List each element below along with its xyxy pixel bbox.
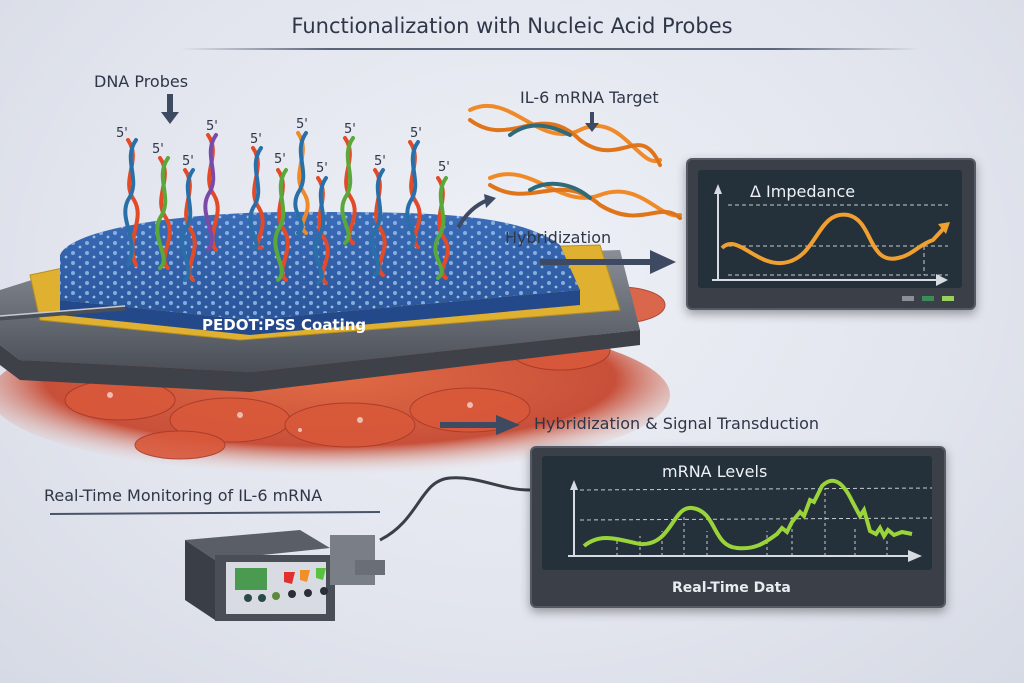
svg-text:5': 5' <box>438 160 450 175</box>
dna-probes-label: DNA Probes <box>94 72 189 91</box>
svg-text:5': 5' <box>182 154 194 169</box>
monitoring-label: Real-Time Monitoring of IL-6 mRNA <box>44 486 323 505</box>
svg-text:5': 5' <box>296 117 308 132</box>
impedance-screen: Δ Impedance <box>698 170 962 288</box>
monitoring-device <box>185 530 385 621</box>
mrna-targets <box>468 103 682 220</box>
mrna-title: mRNA Levels <box>662 462 768 481</box>
indicator-light <box>902 296 914 301</box>
pedot-coating-label: PEDOT:PSS Coating <box>202 316 367 334</box>
cable <box>379 476 531 542</box>
hybridization-label: Hybridization <box>505 228 612 247</box>
title-divider <box>180 48 920 50</box>
up-arrow-icon <box>938 222 950 234</box>
indicator-light <box>942 296 954 301</box>
dna-probes <box>123 131 450 285</box>
mrna-chart <box>568 478 932 562</box>
five-prime-labels: 5' 5' 5' 5' 5' 5' 5' 5' 5' 5' 5' 5' <box>116 117 450 176</box>
mrna-caption: Real-Time Data <box>672 580 791 596</box>
target-arrow-icon <box>585 123 599 132</box>
transduction-label: Hybridization & Signal Transduction <box>534 414 820 433</box>
diagram-title: Functionalization with Nucleic Acid Prob… <box>291 14 733 38</box>
impedance-title: Δ Impedance <box>750 182 856 201</box>
mrna-screen: mRNA Levels <box>542 456 932 570</box>
svg-text:5': 5' <box>410 126 422 141</box>
svg-text:5': 5' <box>250 132 262 147</box>
svg-text:5': 5' <box>374 154 386 169</box>
svg-text:5': 5' <box>152 142 164 157</box>
indicator-light <box>922 296 934 301</box>
svg-text:5': 5' <box>206 119 218 134</box>
right-arrow-icon <box>650 250 676 274</box>
mrna-monitor: mRNA Levels Real-Time Data <box>530 446 946 608</box>
svg-text:5': 5' <box>344 122 356 137</box>
svg-text:5': 5' <box>316 161 328 176</box>
down-arrow-icon <box>161 112 179 124</box>
svg-text:5': 5' <box>116 126 128 141</box>
impedance-chart <box>712 184 950 286</box>
curved-arrow-icon <box>484 194 496 208</box>
device-display <box>235 568 267 590</box>
right-arrow-icon <box>496 415 520 435</box>
impedance-monitor: Δ Impedance <box>686 158 976 310</box>
svg-text:5': 5' <box>274 152 286 167</box>
target-label: IL-6 mRNA Target <box>520 88 659 107</box>
